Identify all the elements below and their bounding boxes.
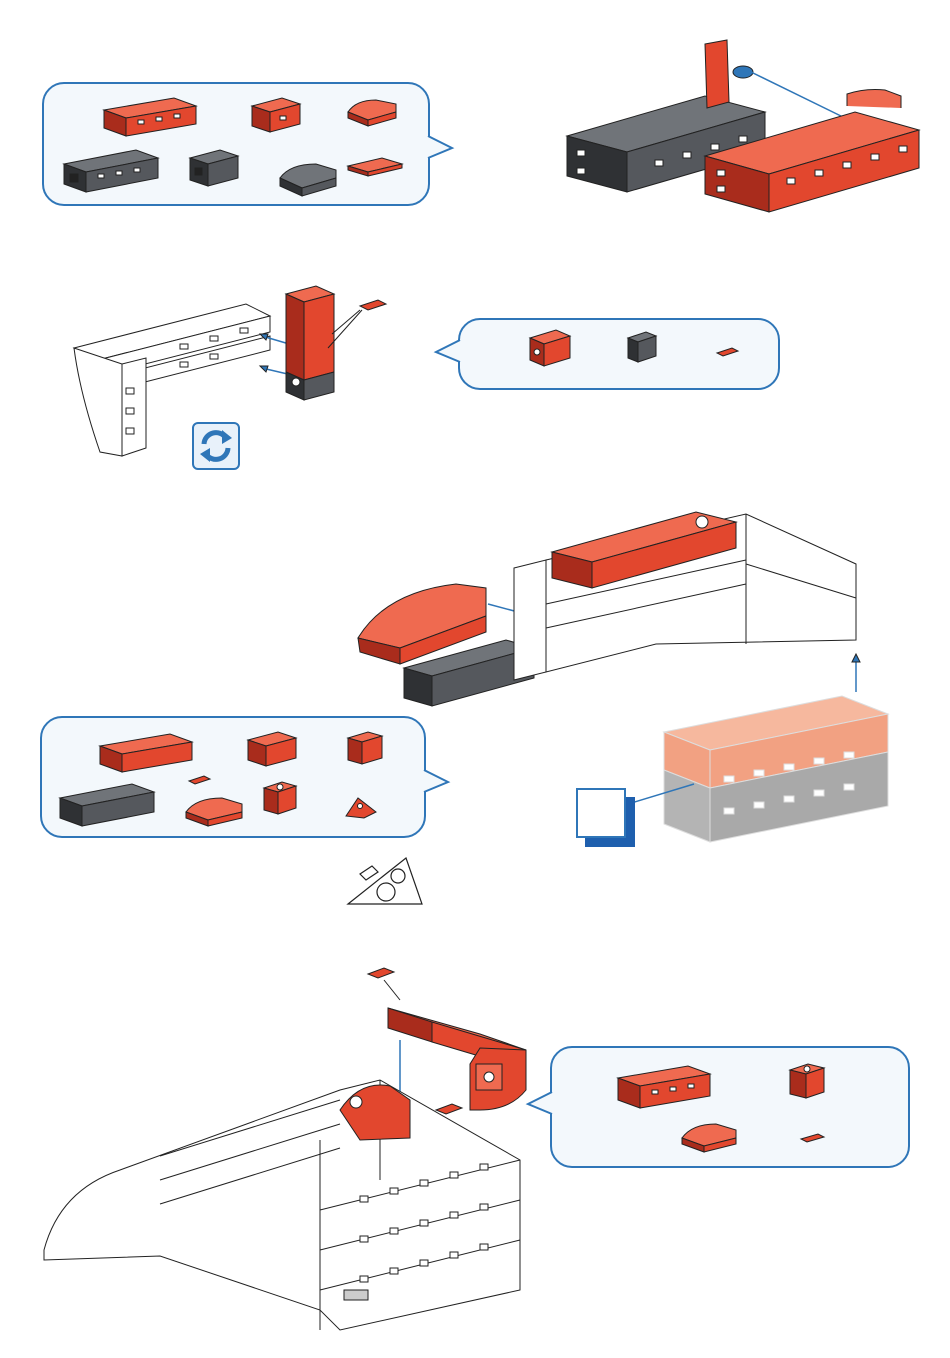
gray-building-block-15 bbox=[190, 148, 240, 190]
red-curved-piece bbox=[184, 796, 244, 828]
step-3-assembly bbox=[356, 508, 876, 718]
red-square-hub bbox=[788, 1062, 828, 1102]
rotate-icon bbox=[192, 422, 240, 470]
gray-small-block bbox=[626, 330, 658, 366]
gray-building-block-30 bbox=[60, 782, 156, 828]
page-reference-square bbox=[576, 788, 626, 838]
red-building-block-30 bbox=[100, 732, 194, 774]
red-connector-pin bbox=[716, 346, 740, 360]
red-curved-piece bbox=[680, 1122, 738, 1154]
callout-pointer bbox=[428, 128, 456, 168]
red-building-block-15 bbox=[248, 730, 298, 770]
red-connector-pin bbox=[188, 774, 212, 788]
red-building-block-15 bbox=[252, 96, 302, 136]
red-angle-wedge bbox=[344, 794, 378, 820]
gray-curved-piece bbox=[278, 162, 338, 198]
gray-building-block-30 bbox=[64, 148, 160, 194]
cheese-wedge-icon bbox=[344, 854, 426, 908]
step-4-assembly bbox=[40, 960, 540, 1332]
callout-pointer bbox=[434, 338, 462, 368]
ghost-assembly-preview bbox=[662, 692, 892, 848]
red-angle-block bbox=[528, 328, 574, 370]
red-flat-plate bbox=[348, 156, 404, 180]
red-building-block-30 bbox=[104, 96, 198, 138]
red-building-block-15-small bbox=[348, 730, 384, 768]
callout-pointer bbox=[424, 762, 452, 802]
step-1-assembly bbox=[565, 36, 925, 216]
red-curved-piece bbox=[346, 98, 398, 128]
red-square-hub bbox=[262, 780, 300, 818]
callout-pointer bbox=[526, 1086, 554, 1126]
red-building-block-30 bbox=[618, 1064, 712, 1110]
red-connector-pin bbox=[800, 1132, 826, 1146]
